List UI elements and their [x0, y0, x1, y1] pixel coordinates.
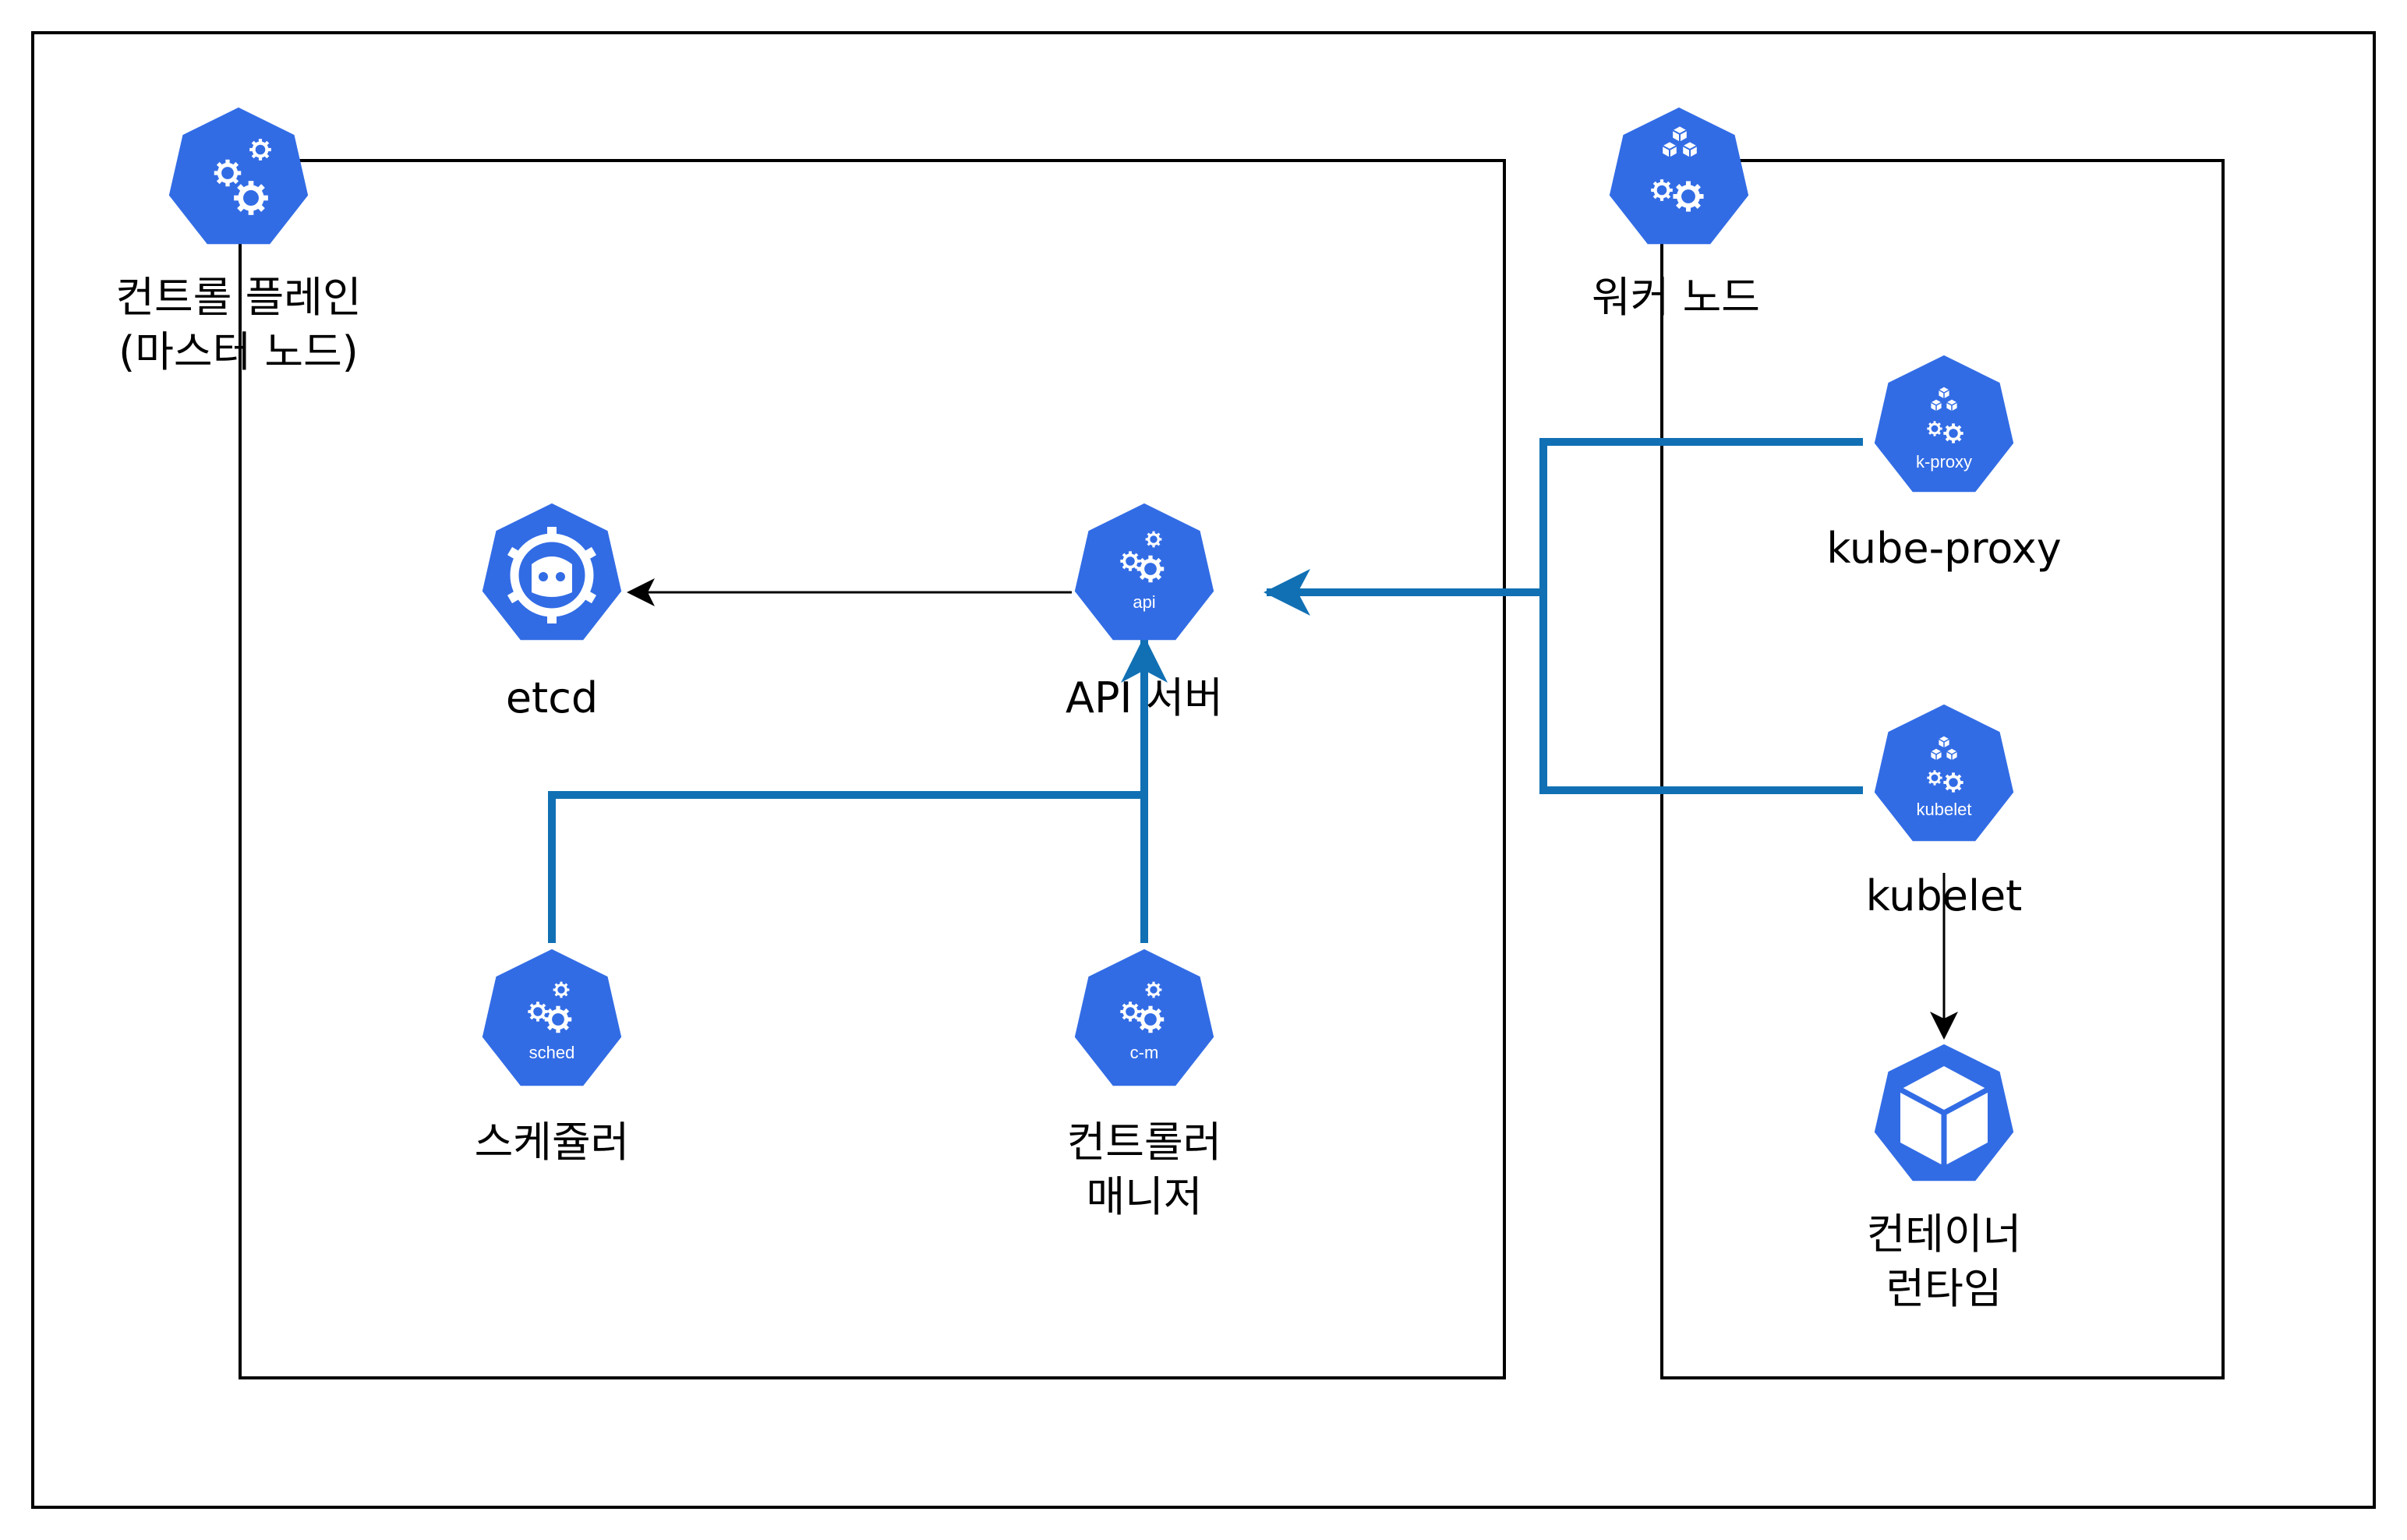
- container-runtime-label-line2: 런타임: [1886, 1264, 2002, 1313]
- kube-proxy-label: kube-proxy: [1826, 524, 2061, 573]
- etcd-icon: [482, 503, 622, 641]
- container-runtime-label-line1: 컨테이너: [1867, 1210, 2022, 1259]
- blue-connectors: [548, 438, 1863, 943]
- api-badge: api: [1133, 592, 1155, 612]
- container-runtime-icon: [1874, 1044, 2014, 1181]
- scheduler-icon: sched: [482, 948, 622, 1086]
- control-plane-title-line1: 컨트롤 플레인: [115, 273, 361, 322]
- control-plane-icon: [168, 107, 309, 245]
- kube-proxy-icon: k-proxy: [1874, 355, 2014, 493]
- control-plane-container: [239, 159, 1506, 1379]
- sched-badge: sched: [529, 1043, 575, 1062]
- controller-manager-label-line2: 매니저: [1086, 1172, 1202, 1221]
- control-plane-title-line2: (마스터 노드): [118, 327, 359, 376]
- worker-node-icon: [1609, 107, 1749, 245]
- kubelet-icon: kubelet: [1874, 704, 2014, 842]
- cm-badge: c-m: [1130, 1043, 1159, 1062]
- kproxy-badge: k-proxy: [1916, 452, 1972, 472]
- etcd-label: etcd: [506, 673, 598, 722]
- api-server-label: API 서버: [1066, 673, 1223, 722]
- controller-manager-icon: c-m: [1074, 948, 1214, 1086]
- kubelet-badge: kubelet: [1917, 800, 1972, 819]
- kubelet-label: kubelet: [1866, 871, 2023, 920]
- connector-kproxy-api: [1264, 438, 1863, 616]
- controller-manager-label-line1: 컨트롤러: [1067, 1118, 1222, 1167]
- connector-kubelet-api: [1539, 592, 1863, 794]
- worker-node-title: 워커 노드: [1592, 273, 1760, 322]
- connector-scheduler-api: [548, 791, 1144, 943]
- api-server-icon: api: [1074, 503, 1214, 641]
- scheduler-label: 스케쥴러: [475, 1118, 630, 1167]
- outer-frame: [31, 31, 2376, 1509]
- worker-node-container: [1660, 159, 2225, 1379]
